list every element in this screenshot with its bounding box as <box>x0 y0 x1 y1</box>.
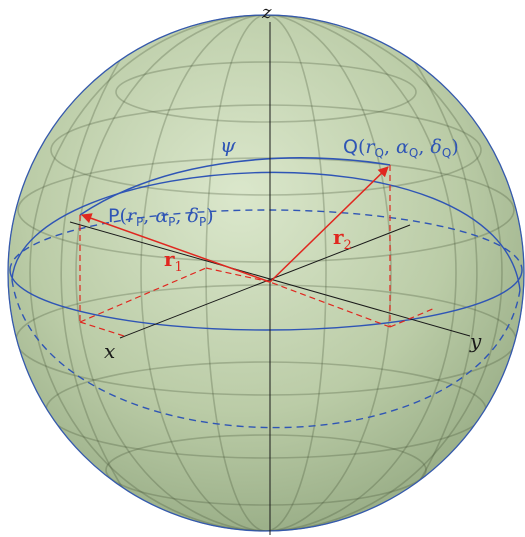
p-to-origin-proj <box>205 267 271 283</box>
vector-r1 <box>81 213 271 283</box>
p-close: ) <box>206 205 213 227</box>
sphere-body <box>7 14 525 532</box>
point-q-label: Q(rQ, αQ, δQ) <box>343 136 459 160</box>
y-axis-label: y <box>469 329 482 353</box>
q-proj-y <box>269 281 391 328</box>
q-sep2: , <box>418 136 430 158</box>
q-delta-sub: Q <box>442 146 451 160</box>
latitude-line <box>115 61 417 123</box>
q-close: ) <box>451 136 458 158</box>
longitude-line <box>60 59 131 501</box>
p-sep1: , <box>143 205 155 227</box>
great-circle-back <box>11 279 521 429</box>
r2-subscript: 2 <box>344 238 352 253</box>
equator-front <box>9 269 523 331</box>
projection-lines <box>79 165 436 337</box>
p-delta-sub: P <box>199 215 206 229</box>
meridian-circle-left <box>7 14 267 532</box>
p-proj-y <box>79 267 207 323</box>
r1-subscript: 1 <box>175 260 183 275</box>
longitude-line <box>205 15 327 531</box>
r2-base: r <box>333 225 344 249</box>
q-r: r <box>365 136 376 158</box>
p-alpha: α <box>155 205 168 227</box>
meridian-circle <box>265 14 525 532</box>
q-alpha-sub: Q <box>409 146 418 160</box>
p-name: P <box>108 205 119 227</box>
vector-r2 <box>269 166 389 283</box>
y-axis <box>69 221 471 337</box>
q-open: ( <box>358 136 365 158</box>
p-delta: δ <box>188 205 199 227</box>
longitude-line <box>140 15 392 531</box>
latitude-line <box>105 434 427 506</box>
z-axis-label: z <box>261 2 272 23</box>
r2-label: r2 <box>333 225 352 253</box>
q-name: Q <box>343 136 358 158</box>
latitude-line <box>50 104 482 196</box>
p-alpha-sub: P <box>168 215 175 229</box>
p-proj-x <box>79 321 125 337</box>
r1-base: r <box>164 247 175 271</box>
great-circle-front <box>11 171 521 291</box>
q-proj-x <box>389 307 436 328</box>
q-delta: δ <box>430 136 441 158</box>
psi-label: ψ <box>220 133 236 157</box>
q-sep1: , <box>384 136 396 158</box>
x-axis-label: x <box>104 339 115 363</box>
r1-label: r1 <box>164 247 183 275</box>
point-p-label: P(rP, αP, δP) <box>108 205 214 229</box>
q-alpha: α <box>396 136 409 158</box>
longitude-line <box>404 54 478 506</box>
psi-arc <box>79 157 391 216</box>
p-open: ( <box>119 205 126 227</box>
longitude-line <box>75 15 457 531</box>
q-r-sub: Q <box>374 146 383 160</box>
p-r-sub: P <box>136 215 143 229</box>
p-sep2: , <box>175 205 187 227</box>
latitude-line <box>17 157 515 263</box>
p-r: r <box>127 205 138 227</box>
longitude-line <box>29 15 503 531</box>
